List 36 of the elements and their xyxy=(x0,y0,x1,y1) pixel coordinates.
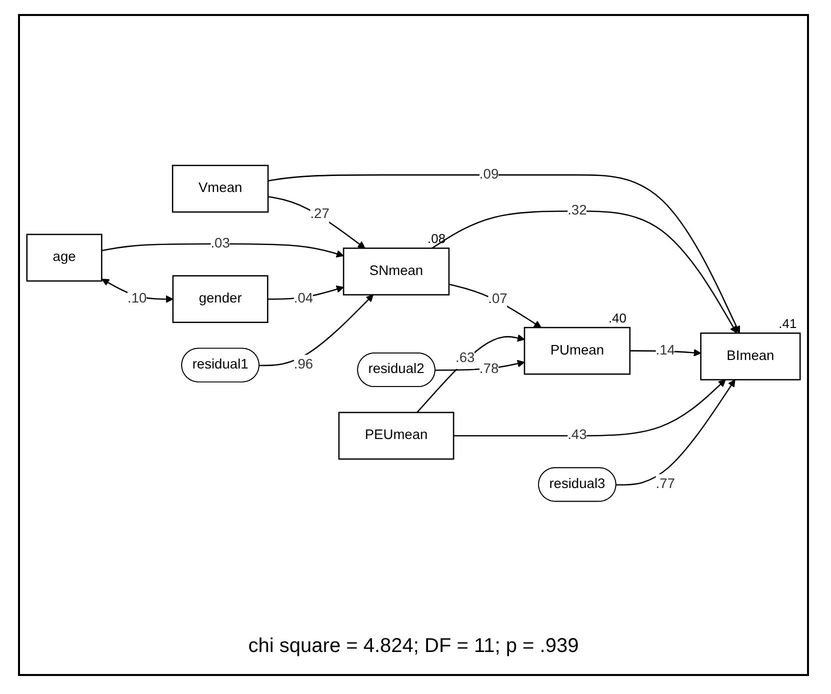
node-box: PUmean xyxy=(524,326,631,375)
node-box: PEUmean xyxy=(338,412,454,460)
arrow xyxy=(416,334,525,413)
arrow xyxy=(432,210,738,334)
edge-label: .77 xyxy=(656,476,675,492)
edge-label: .78 xyxy=(479,362,499,377)
arrow xyxy=(454,379,726,436)
coefficient-value: .41 xyxy=(778,316,797,331)
arrow xyxy=(268,174,740,334)
arrow xyxy=(448,284,542,328)
arrow xyxy=(102,278,174,303)
edge-label: .43 xyxy=(568,428,587,443)
edge-label: .04 xyxy=(294,291,314,306)
arrow xyxy=(268,285,344,300)
edge-label: .10 xyxy=(128,291,147,306)
edge-label: .96 xyxy=(294,357,314,372)
arrow xyxy=(435,360,525,371)
arrow xyxy=(268,196,366,248)
node-box: age xyxy=(26,234,102,282)
coefficient-value: .08 xyxy=(428,230,446,246)
edge-label: .63 xyxy=(456,350,475,366)
coefficient-value: .40 xyxy=(608,310,626,326)
node-box: SNmean xyxy=(342,247,450,296)
node-box: gender xyxy=(172,275,268,323)
node-box: BImean xyxy=(700,332,801,380)
edge-label: .09 xyxy=(479,167,499,182)
node-box: Vmean xyxy=(172,164,269,213)
arrow xyxy=(616,379,736,486)
edge-label: .32 xyxy=(568,203,587,218)
edge-label: .14 xyxy=(656,342,675,358)
edge-label: .03 xyxy=(210,236,230,251)
arrow xyxy=(259,294,374,366)
edge-label: .07 xyxy=(488,292,508,306)
edge-label: .27 xyxy=(310,206,330,222)
arrow xyxy=(102,243,344,258)
fit-statistics-note: chi square = 4.824; DF = 11; p = .939 xyxy=(248,635,579,658)
